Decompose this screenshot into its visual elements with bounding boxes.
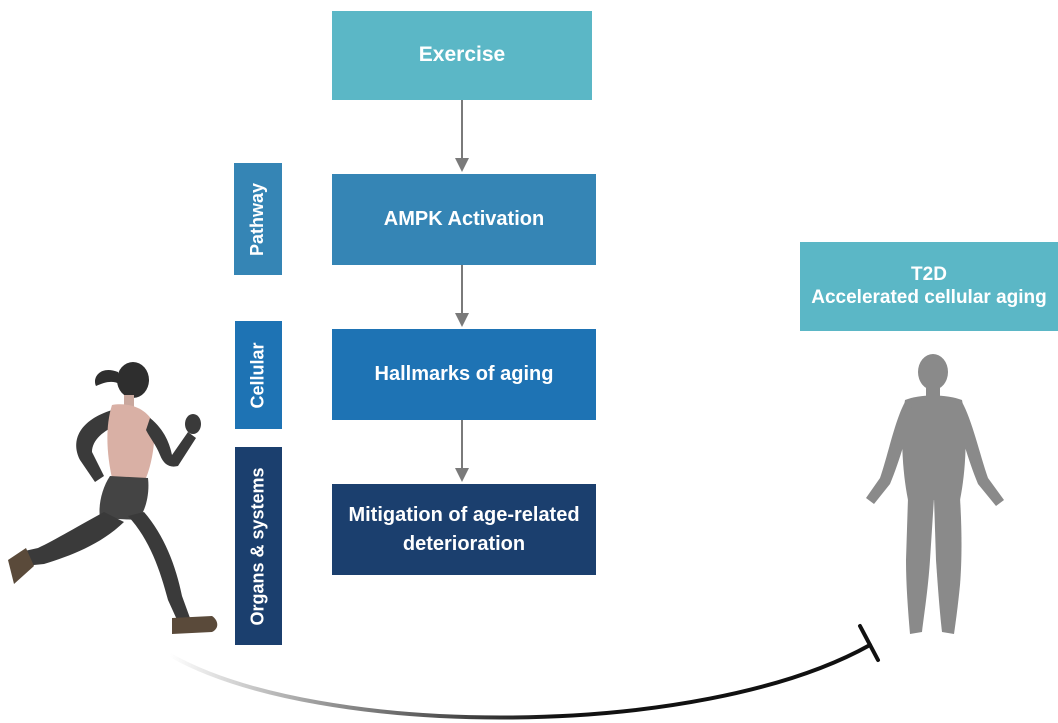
flow-arrow-ampk-to-hallmarks: [455, 265, 469, 327]
mitigation-box: Mitigation of age-related deterioration: [332, 484, 596, 575]
exercise-label: Exercise: [418, 43, 506, 67]
hallmarks-of-aging-label: Hallmarks of aging: [374, 363, 554, 385]
flow-arrow-exercise-to-ampk: [455, 100, 469, 172]
t2d-label-line2: Accelerated cellular aging: [811, 286, 1047, 308]
t2d-box: T2D Accelerated cellular aging: [800, 242, 1058, 331]
ampk-activation-box: AMPK Activation: [332, 174, 596, 265]
runner-figure-icon: [8, 362, 218, 634]
exercise-box: Exercise: [332, 11, 592, 100]
inhibition-arc-icon: [168, 624, 880, 720]
mitigation-label-line1: Mitigation of age-related: [348, 503, 580, 526]
t2d-label-line1: T2D: [911, 263, 947, 285]
hallmarks-of-aging-box: Hallmarks of aging: [332, 329, 596, 420]
cellular-label-box: Cellular: [235, 321, 282, 429]
flow-arrow-hallmarks-to-mitigation: [455, 420, 469, 482]
organs-systems-label-box: Organs & systems: [235, 447, 282, 645]
human-figure-icon: [866, 354, 1004, 634]
mitigation-label-line2: deterioration: [402, 532, 526, 555]
ampk-activation-label: AMPK Activation: [383, 208, 545, 230]
pathway-label-box: Pathway: [234, 163, 282, 275]
